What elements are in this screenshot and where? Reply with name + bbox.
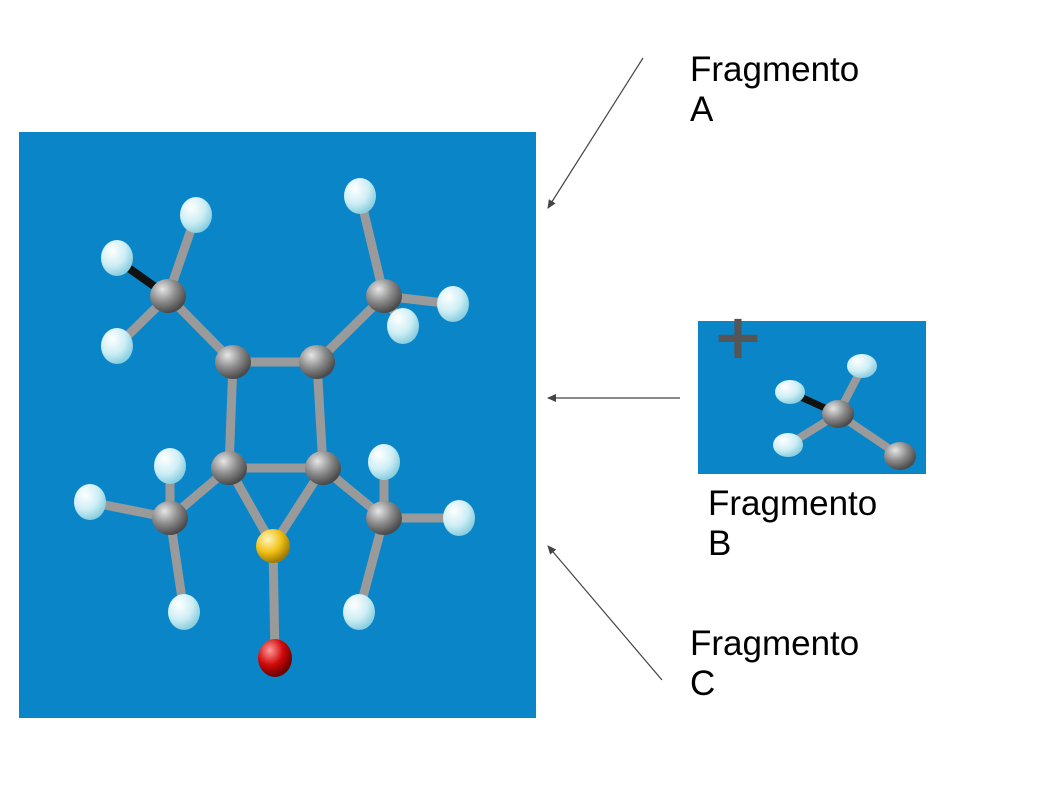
label-fragment-c-letter: C (690, 664, 716, 703)
label-fragment-a: Fragmento A (690, 50, 859, 130)
label-fragment-b-letter: B (708, 524, 732, 563)
sulfur-atom (256, 529, 290, 563)
label-fragment-a-letter: A (690, 90, 714, 129)
plus-sign: + (712, 300, 764, 373)
hydrogen-atoms (74, 178, 475, 630)
label-fragment-c-word: Fragmento (690, 624, 860, 663)
fragment-b-carbons (822, 400, 916, 470)
label-fragment-c: Fragmento C (690, 624, 859, 704)
fragment-b-hydrogens (773, 354, 877, 457)
carbon-atoms (150, 279, 402, 535)
arrow-fragment-c (547, 545, 663, 681)
label-fragment-b-word: Fragmento (708, 484, 878, 523)
oxygen-atom (258, 639, 292, 677)
arrow-fragment-a (547, 57, 644, 209)
label-fragment-b: Fragmento B (708, 484, 877, 564)
label-fragment-a-word: Fragmento (690, 50, 860, 89)
